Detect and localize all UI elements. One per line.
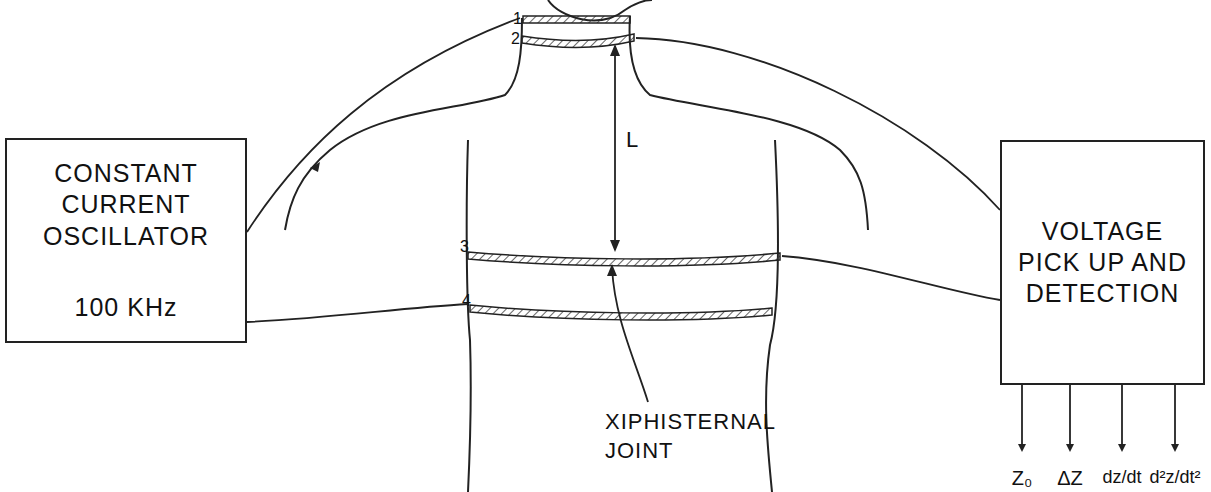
signal-name: dz/dt [1102, 468, 1141, 488]
output-lead [1069, 385, 1071, 448]
wire [247, 304, 468, 322]
callout-number: 3 [460, 238, 469, 256]
arrowhead [610, 44, 620, 56]
output-lead [1121, 385, 1123, 448]
electrode-band [523, 16, 630, 23]
electrode-band [468, 252, 780, 266]
callout-number: 4 [462, 292, 471, 310]
right-shoulder [630, 16, 868, 230]
left-torso [467, 140, 471, 492]
arrowhead [310, 162, 320, 172]
output-lead [1021, 385, 1023, 448]
left-shoulder [285, 18, 522, 230]
arrowhead [1171, 444, 1179, 452]
arrowhead [607, 264, 617, 276]
box-detail: 100 KHz [75, 292, 178, 323]
box-title: CONSTANT CURRENT OSCILLATOR [15, 158, 237, 252]
process-box: CONSTANT CURRENT OSCILLATOR 100 KHz [5, 138, 247, 343]
wire [782, 256, 1000, 300]
arrowhead [1018, 444, 1026, 452]
callout-number: 1 [513, 10, 522, 28]
arrowhead [1066, 444, 1074, 452]
dimension-line [614, 46, 616, 250]
box-title: VOLTAGE PICK UP AND DETECTION [1010, 216, 1195, 310]
output-lead [1174, 385, 1176, 448]
leader-line [612, 268, 648, 402]
callout-number: 2 [511, 30, 520, 48]
anatomical-label: XIPHISTERNAL JOINT [605, 408, 795, 465]
arrowhead [1118, 444, 1126, 452]
wire [636, 38, 1000, 210]
electrode-band [522, 34, 634, 47]
process-box: VOLTAGE PICK UP AND DETECTION [1000, 140, 1205, 385]
signal-name: ΔZ [1057, 467, 1083, 489]
signal-name: d²z/dt² [1149, 468, 1200, 488]
arrowhead [610, 240, 620, 252]
wire [247, 18, 520, 232]
signal-name: Z₀ [1012, 467, 1033, 489]
dimension-label: L [626, 128, 638, 152]
